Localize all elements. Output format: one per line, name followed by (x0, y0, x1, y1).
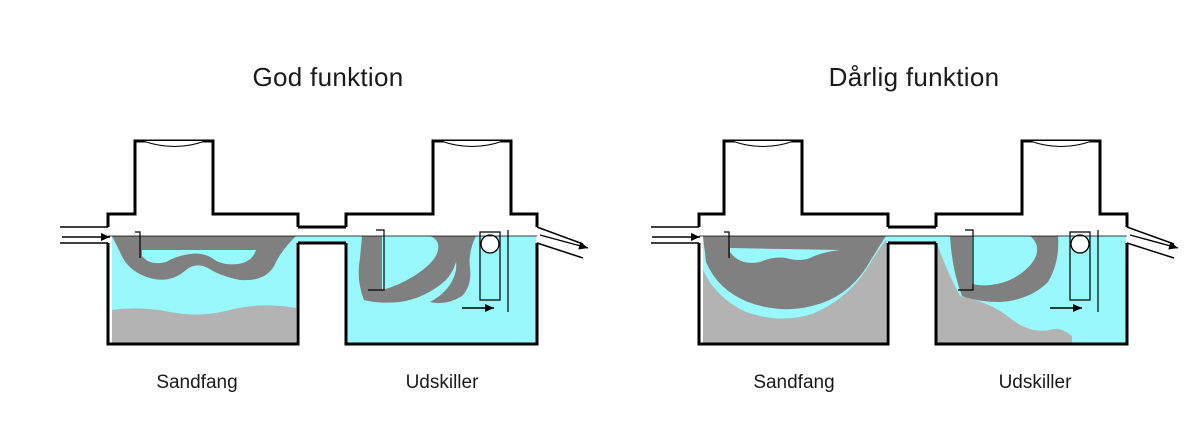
manhole-cover-icon (731, 140, 795, 147)
separator-sludge-good-b (430, 236, 476, 304)
outlet-arrow-icon (539, 234, 589, 250)
sandtrap-sludge-good (112, 236, 296, 281)
separator-chamber-good (346, 236, 536, 343)
diagram-title-good: God funktion (252, 62, 404, 92)
sandtrap-sediment-poor (703, 240, 886, 343)
float-icon (480, 234, 500, 254)
label-separator-good: Udskiller (405, 372, 479, 393)
connector-water-poor (886, 236, 936, 244)
separator-sludge-good (358, 236, 458, 303)
sandtrap-sediment-good (112, 305, 296, 343)
label-sandtrap-poor: Sandfang (753, 372, 835, 393)
label-sandtrap-good: Sandfang (156, 372, 238, 393)
connector-water-good (296, 236, 346, 244)
baffles-good (135, 229, 509, 312)
manhole-cover-icon (142, 140, 206, 147)
separator-water-good (346, 236, 536, 343)
manhole-cover-icon (1029, 140, 1093, 147)
diagram-poor (651, 139, 1179, 346)
separator-sludge-poor (950, 236, 1059, 302)
sandtrap-chamber-poor (703, 236, 886, 343)
diagram-good (60, 139, 589, 346)
diagram-title-poor: Dårlig funktion (828, 62, 1000, 92)
label-separator-poor: Udskiller (998, 372, 1072, 393)
outlet-arrow-icon (1129, 234, 1179, 250)
sandtrap-sludge-poor (703, 236, 886, 310)
manhole-cover-icon (440, 140, 504, 147)
separator-sediment-poor (936, 240, 1072, 343)
baffles-poor (724, 229, 1099, 312)
float-icon (1070, 234, 1090, 254)
sandtrap-chamber-good (112, 236, 296, 343)
separator-chamber-poor (936, 236, 1126, 343)
